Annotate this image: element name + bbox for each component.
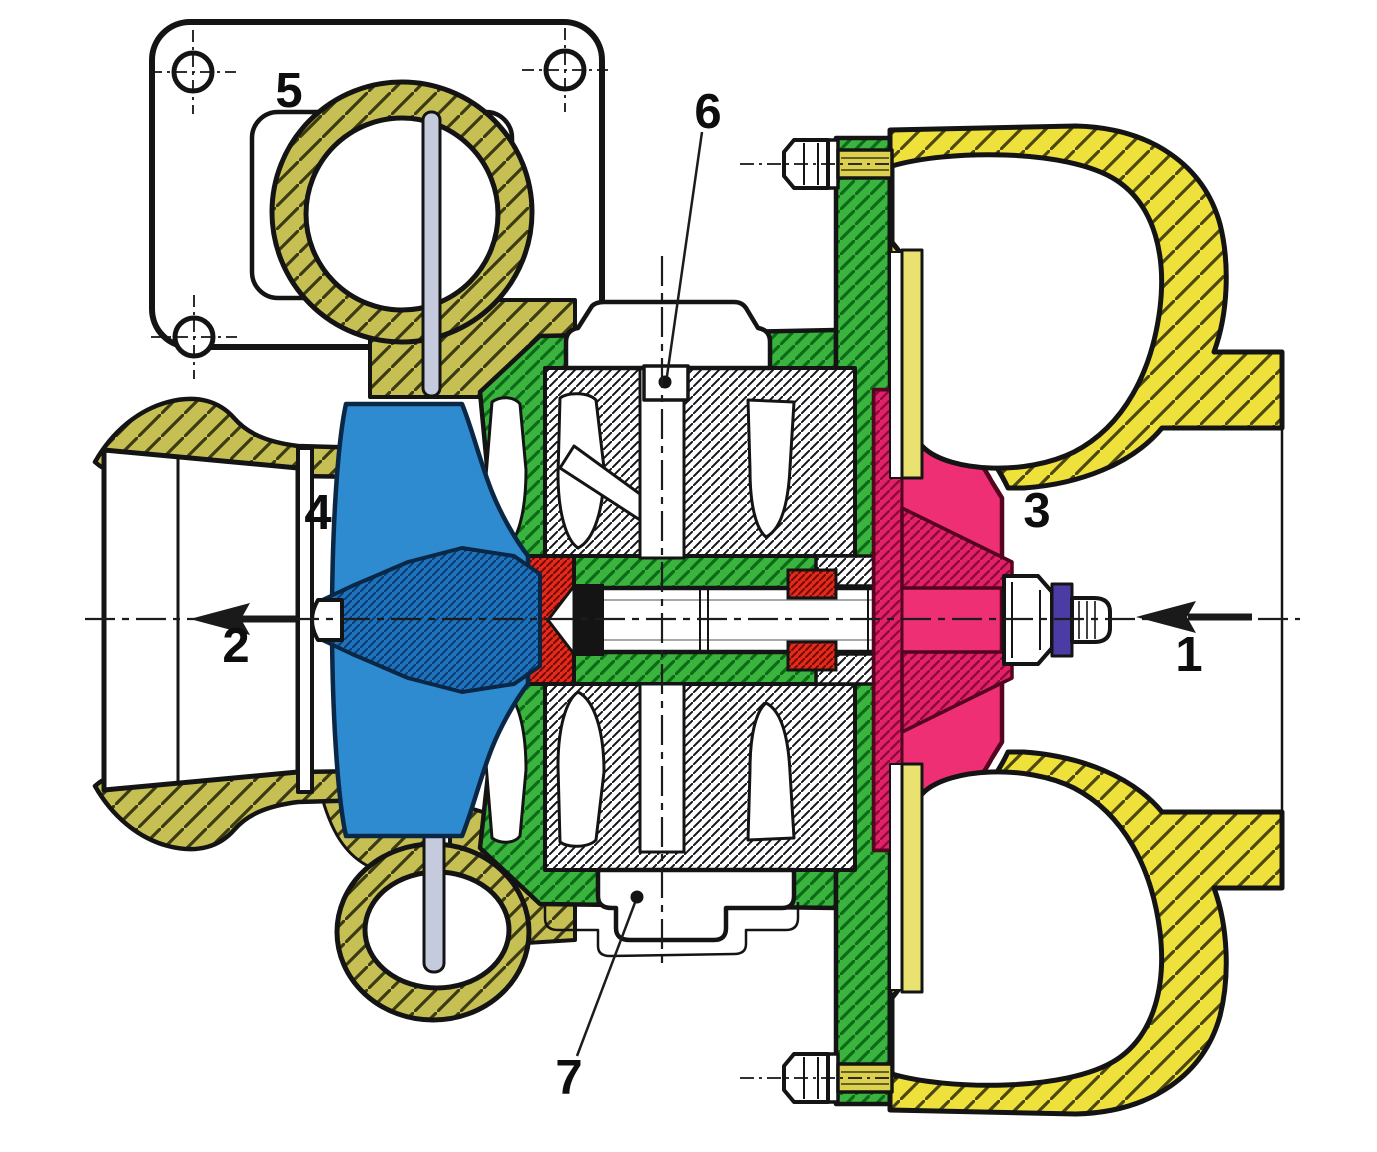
- oil-drain-outline: [543, 902, 800, 958]
- callout-3: 3: [1023, 484, 1050, 538]
- flange-bolt-hole: [522, 28, 608, 112]
- centerlines: [85, 256, 1300, 968]
- upper-bearing-cutout: [746, 398, 796, 539]
- shroud-wall-lower: [900, 762, 924, 994]
- callout-7: 7: [555, 1051, 582, 1105]
- arrowhead-left-icon: [190, 603, 250, 635]
- leader-line-6: [665, 131, 704, 377]
- compressor-side-seal-lower: [786, 640, 838, 672]
- oil-passage-diagonal: [558, 444, 642, 522]
- flow-arrow-1: [1136, 601, 1252, 633]
- compressor-side-seal-upper: [786, 568, 838, 600]
- flange-bolt-hole: [150, 30, 236, 114]
- shroud-wall-upper: [900, 248, 924, 480]
- leader-lines: [575, 131, 704, 1057]
- callout-2: 2: [222, 619, 249, 673]
- oil-drain-boss: [595, 867, 797, 943]
- lower-journal-bearing: [556, 690, 606, 848]
- diffuser-slot-upper: [889, 251, 903, 479]
- arrowhead-left-icon: [1136, 601, 1196, 633]
- bearing-internals: [484, 299, 900, 958]
- flange-bolt-hole: [151, 295, 237, 379]
- leader-dot-7-target: [630, 890, 644, 904]
- callout-5: 5: [275, 64, 302, 118]
- flow-arrow-2: [190, 603, 296, 635]
- turbine-volute-upper-cavity: [303, 115, 501, 313]
- compressor-housing: [887, 123, 1285, 1117]
- mounting-bolt-top: [740, 138, 906, 190]
- top-cover-cap: [563, 299, 773, 371]
- volute-divider-upper: [421, 110, 442, 398]
- leader-dot-6-target: [658, 375, 672, 389]
- callout-4: 4: [304, 486, 331, 540]
- leader-line-7: [575, 899, 638, 1057]
- callout-6: 6: [694, 85, 721, 139]
- mounting-bolt-bottom: [740, 1052, 906, 1104]
- lower-bearing-cutout: [746, 701, 796, 842]
- compressor-wheel-hub-lower: [900, 650, 1014, 734]
- callout-1: 1: [1175, 628, 1202, 682]
- diffuser-slot-lower: [889, 763, 903, 991]
